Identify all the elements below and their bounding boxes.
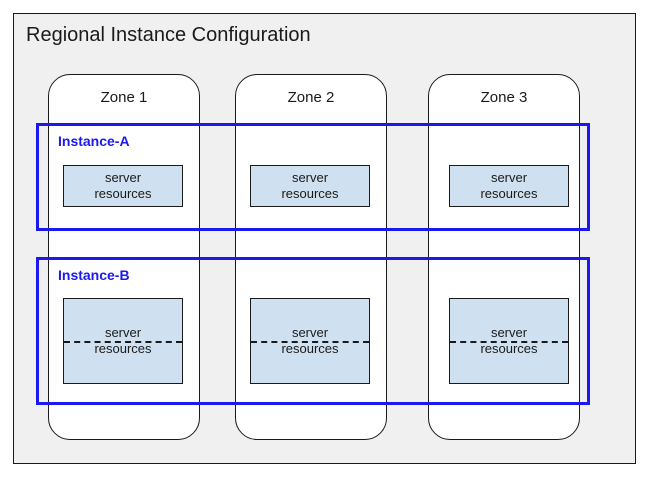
server-resources-box[interactable]: server resources <box>250 298 370 384</box>
split-divider <box>450 341 568 343</box>
server-resources-line1: server <box>291 325 329 340</box>
server-resources-line2: resources <box>281 186 339 201</box>
instance-label-a: Instance-A <box>58 133 130 149</box>
split-divider <box>64 341 182 343</box>
server-resources-line1: server <box>104 325 142 340</box>
server-resources-box[interactable]: server resources <box>250 165 370 207</box>
zone-label-3: Zone 3 <box>480 89 528 106</box>
server-resources-box[interactable]: server resources <box>63 298 183 384</box>
server-resources-line1: server <box>104 170 142 185</box>
server-resources-line1: server <box>490 170 528 185</box>
region-container: Regional Instance Configuration Zone 1 Z… <box>13 13 636 464</box>
server-resources-box[interactable]: server resources <box>449 298 569 384</box>
server-resources-line2: resources <box>94 341 152 356</box>
server-resources-line1: server <box>291 170 329 185</box>
server-resources-line2: resources <box>281 341 339 356</box>
instance-band-a[interactable]: Instance-A <box>36 123 590 231</box>
server-resources-line1: server <box>490 325 528 340</box>
server-resources-line2: resources <box>94 186 152 201</box>
instance-label-b: Instance-B <box>58 267 130 283</box>
server-resources-box[interactable]: server resources <box>449 165 569 207</box>
zone-label-2: Zone 2 <box>287 89 335 106</box>
instance-band-b[interactable]: Instance-B <box>36 257 590 405</box>
server-resources-line2: resources <box>480 341 538 356</box>
server-resources-box[interactable]: server resources <box>63 165 183 207</box>
zone-label-1: Zone 1 <box>100 89 148 106</box>
region-title: Regional Instance Configuration <box>26 24 311 46</box>
split-divider <box>251 341 369 343</box>
server-resources-line2: resources <box>480 186 538 201</box>
